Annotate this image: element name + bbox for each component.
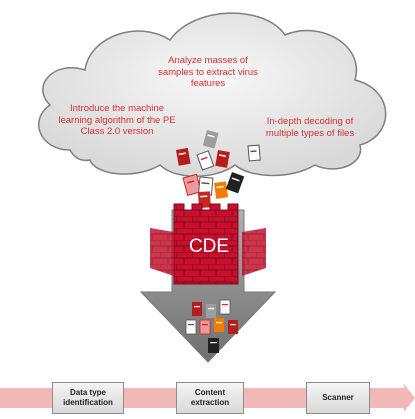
cloud-text-line: In-depth decoding of: [266, 116, 354, 127]
pipeline-step-data-type-identification: Data type identification: [52, 382, 124, 414]
file-icon: [202, 130, 219, 149]
cloud-text-line: Analyze masses of: [168, 55, 248, 66]
file-icon: [192, 302, 202, 316]
cloud-text-top: Analyze masses of samples to extract vir…: [148, 55, 268, 90]
file-icon: [206, 304, 216, 318]
step-label-line: Content: [194, 388, 226, 397]
step-label-line: extraction: [190, 398, 230, 407]
file-icon: [176, 147, 191, 166]
cloud-text-line: Class 2.0 version: [80, 126, 154, 137]
file-icon: [214, 318, 224, 332]
file-icon: [182, 173, 202, 196]
cloud-shape: [38, 12, 387, 177]
step-label-line: Scanner: [322, 393, 354, 402]
cloud-text-line: samples to extract virus: [158, 66, 258, 78]
file-icon: [228, 320, 238, 334]
firewall-label: CDE: [188, 236, 230, 257]
cloud-text-line: learning algorithm of the PE: [58, 114, 176, 126]
file-icon: [219, 299, 231, 315]
step-label-line: Data type: [69, 388, 106, 397]
cloud-text-right: In-depth decoding of multiple types of f…: [250, 116, 370, 139]
file-icon: [185, 319, 197, 335]
file-icon: [208, 338, 219, 353]
file-icon: [196, 150, 215, 171]
cloud-text-line: multiple types of files: [265, 127, 355, 139]
file-icon: [215, 150, 230, 168]
file-icon: [247, 144, 261, 162]
file-icon: [214, 181, 229, 199]
file-icon: [199, 319, 211, 335]
cloud-text-line: features: [190, 78, 226, 89]
file-icon: [225, 172, 245, 194]
step-label-line: identification: [63, 398, 113, 407]
pipeline-step-scanner: Scanner: [306, 382, 370, 414]
cloud-text-left: Introduce the machine learning algorithm…: [52, 103, 182, 138]
pipeline-step-content-extraction: Content extraction: [176, 382, 244, 414]
cloud-text-line: Introduce the machine: [69, 103, 164, 114]
